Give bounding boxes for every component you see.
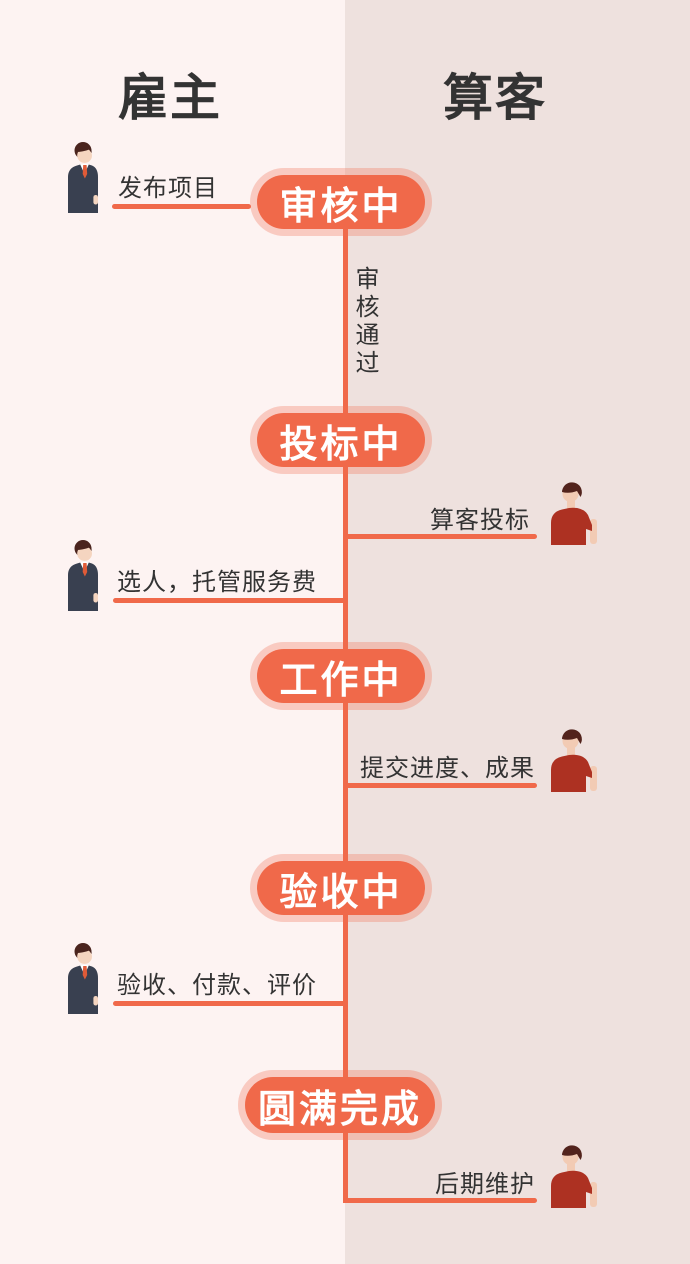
freelancer-person-icon <box>545 1142 600 1213</box>
employer-action-select: 选人，托管服务费 <box>117 569 317 596</box>
connector-freelancer-bid <box>345 534 537 539</box>
employer-person-icon <box>65 141 102 218</box>
employer-action-accept: 验收、付款、评价 <box>117 972 317 999</box>
employer-action-publish: 发布项目 <box>118 175 218 202</box>
stage-pill-completed: 圆满完成 <box>245 1077 435 1133</box>
freelancer-person-icon <box>545 479 600 550</box>
employer-column-header: 雇主 <box>118 70 222 126</box>
stage-pill-review: 审核中 <box>257 175 425 229</box>
freelancer-action-maintain: 后期维护 <box>435 1171 535 1198</box>
stage-pill-bidding: 投标中 <box>257 413 425 467</box>
employer-person-icon <box>65 942 102 1019</box>
freelancer-person-icon <box>545 726 600 797</box>
freelancer-action-submit: 提交进度、成果 <box>360 755 535 782</box>
transition-note: 审核通过 <box>351 266 378 378</box>
timeline-spine <box>343 204 348 1203</box>
freelancer-action-bid: 算客投标 <box>430 507 530 534</box>
stage-pill-working: 工作中 <box>257 649 425 703</box>
employer-person-icon <box>65 539 102 616</box>
freelancer-column-header: 算客 <box>443 70 547 126</box>
stage-pill-acceptance: 验收中 <box>257 861 425 915</box>
connector-select-escrow <box>113 598 347 603</box>
connector-publish-project <box>112 204 251 209</box>
connector-accept-pay-review <box>113 1001 347 1006</box>
connector-submit-progress <box>345 783 537 788</box>
connector-maintenance <box>345 1198 537 1203</box>
